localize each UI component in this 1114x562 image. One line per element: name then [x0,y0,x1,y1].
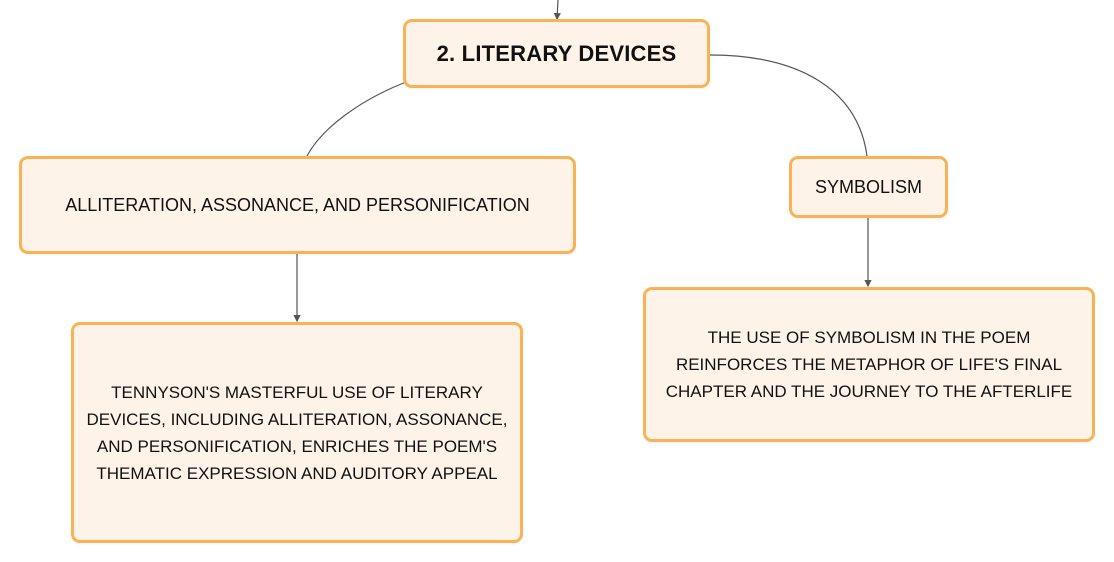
node-symbolism-use-text: THE USE OF SYMBOLISM IN THE POEM REINFOR… [665,328,1073,401]
root-node-label: 2. LITERARY DEVICES [436,40,677,66]
root-node-literary-devices[interactable]: 2. LITERARY DEVICES [403,19,710,88]
node-tennyson-text: TENNYSON'S MASTERFUL USE OF LITERARY DEV… [86,382,508,483]
node-symbolism-label: SYMBOLISM [814,176,923,197]
node-alliteration-label: ALLITERATION, ASSONANCE, AND PERSONIFICA… [65,194,530,215]
node-symbolism[interactable]: SYMBOLISM [789,156,948,218]
connector-from-parent [553,0,561,21]
connector-root-to-symbolism [709,54,868,157]
connector-root-to-alliteration [306,81,407,157]
node-alliteration-assonance-personification[interactable]: ALLITERATION, ASSONANCE, AND PERSONIFICA… [19,156,576,254]
node-symbolism-use[interactable]: THE USE OF SYMBOLISM IN THE POEM REINFOR… [643,287,1095,442]
node-tennyson-literary-devices[interactable]: TENNYSON'S MASTERFUL USE OF LITERARY DEV… [71,322,523,543]
